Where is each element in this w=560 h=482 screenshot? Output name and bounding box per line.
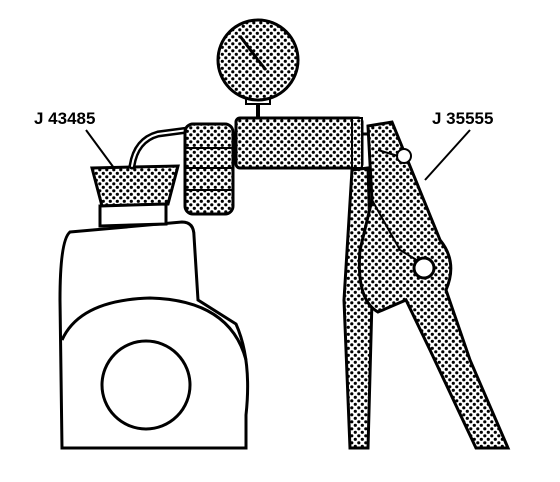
engine-port-circle (100, 339, 192, 431)
pivot-bolt (412, 256, 436, 280)
label-j43485: J 43485 (34, 109, 95, 128)
leader-line-j43485 (85, 129, 115, 169)
vacuum-hose-inner (131, 129, 189, 167)
gauge-needle (238, 35, 260, 61)
leader-line-j35555 (424, 129, 471, 181)
funnel-adapter (90, 164, 180, 208)
connector-knob (396, 148, 412, 164)
label-j35555: J 35555 (432, 109, 493, 128)
funnel-neck (98, 202, 168, 228)
pump-barrel (234, 116, 364, 170)
pump-collar (351, 117, 363, 169)
gauge-needle-tail (256, 59, 268, 71)
vacuum-hose (128, 126, 192, 170)
pump-fixed-handle (342, 166, 374, 450)
connector-link (377, 149, 399, 157)
pump-lever (357, 120, 511, 450)
engine-housing-curve (60, 296, 248, 361)
